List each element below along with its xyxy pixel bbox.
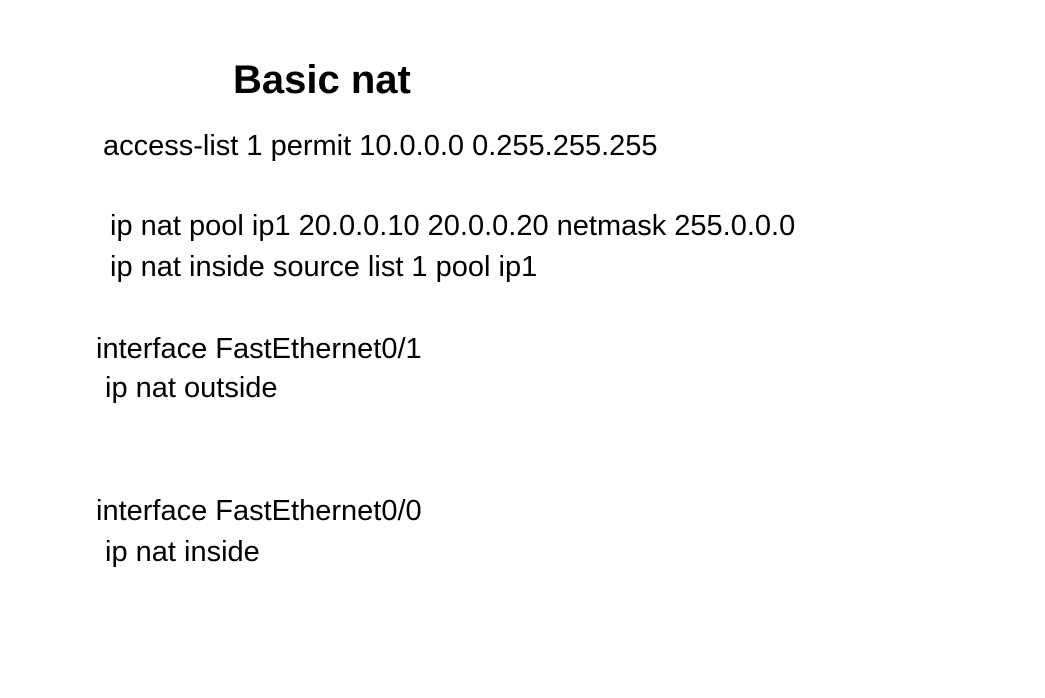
config-line-nat-inside: ip nat inside (105, 536, 260, 568)
config-line-access-list: access-list 1 permit 10.0.0.0 0.255.255.… (103, 130, 658, 162)
config-line-nat-pool: ip nat pool ip1 20.0.0.10 20.0.0.20 netm… (110, 210, 796, 242)
config-line-nat-inside-source: ip nat inside source list 1 pool ip1 (110, 251, 538, 283)
config-line-interface-fa00: interface FastEthernet0/0 (96, 495, 422, 527)
slide-title: Basic nat (233, 58, 411, 102)
config-line-interface-fa01: interface FastEthernet0/1 (96, 333, 422, 365)
config-line-nat-outside: ip nat outside (105, 372, 278, 404)
